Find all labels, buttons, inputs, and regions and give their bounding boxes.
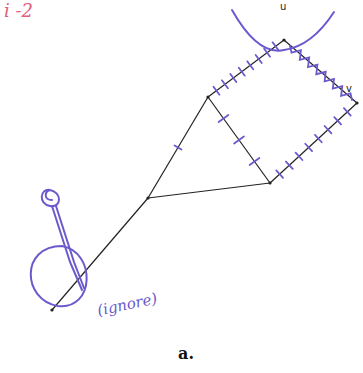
hatch-mark — [256, 55, 262, 63]
vertex-label: v — [346, 84, 352, 94]
figure-caption: a. — [178, 346, 194, 362]
graph-vertices — [50, 38, 358, 311]
handwritten-note: i -2 — [4, 2, 33, 20]
zigzag-mark — [290, 46, 352, 100]
hatch-mark — [247, 61, 253, 69]
hatch-mark — [286, 162, 293, 169]
graph-edges — [52, 40, 357, 310]
hatch-mark — [344, 108, 351, 115]
hatch-mark — [230, 74, 236, 82]
hatch-mark — [305, 144, 312, 151]
hatch-mark — [325, 126, 332, 133]
hatch-mark — [276, 170, 283, 177]
vertex-label: u — [280, 2, 286, 12]
hatch-mark — [219, 115, 229, 122]
hatch-mark — [175, 145, 182, 149]
annotation-marks — [31, 10, 334, 306]
hatch-marks — [175, 42, 352, 177]
hatch-mark — [315, 135, 322, 142]
hatch-mark — [334, 117, 341, 124]
hatch-mark — [239, 68, 245, 76]
handwritten-note: (ignore) — [96, 291, 159, 318]
hatch-mark — [234, 136, 244, 143]
hatch-mark — [213, 87, 219, 95]
hatch-mark — [296, 153, 303, 160]
hatch-mark — [250, 158, 260, 165]
hatch-mark — [273, 42, 279, 50]
hatch-mark — [222, 80, 228, 88]
hatch-mark — [264, 49, 270, 57]
